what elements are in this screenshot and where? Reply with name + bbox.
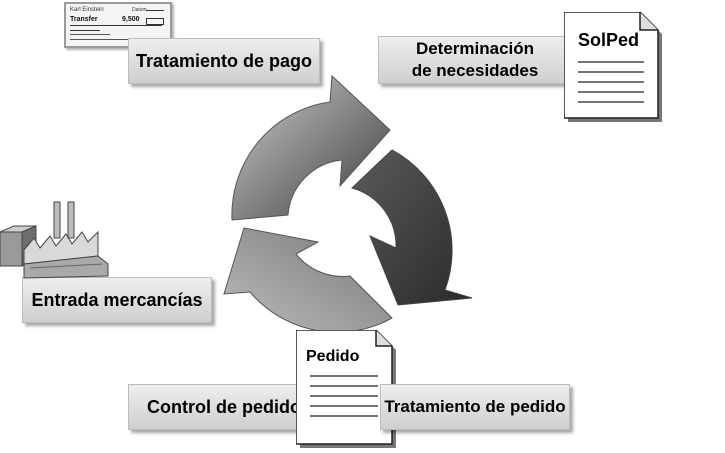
step-order-control-label: Control de pedido [147,397,301,417]
cycle-arrow-top [231,74,391,221]
transfer-form-line [146,10,164,11]
step-needs-line1: Determinación [415,39,535,58]
order-document-title: Pedido [306,348,360,365]
cycle-arrow-right [351,149,473,306]
transfer-form-type: Transfer [70,16,98,23]
requisition-document-icon [564,12,662,122]
transfer-form-amount-box [146,18,164,25]
step-order-processing-label: Tratamiento de pedido [384,397,566,416]
step-payment-processing: Tratamiento de pago [128,38,320,84]
transfer-form-amount: 9,500 [122,16,140,23]
step-needs-determination: Determinación de necesidades [378,36,572,84]
step-payment-processing-label: Tratamiento de pago [135,51,313,71]
factory-icon [0,201,109,279]
step-order-control: Control de pedido [128,384,320,430]
order-document-icon [296,330,396,448]
requisition-document-title: SolPed [578,30,640,50]
step-order-processing: Tratamiento de pedido [380,384,570,430]
transfer-form-name: Karl Einstein [70,7,104,13]
step-needs-line2: de necesidades [411,61,539,80]
transfer-form-field-label: Datum [132,7,147,13]
cycle-arrow-left [223,227,393,333]
step-goods-receipt: Entrada mercancías [22,277,212,323]
transfer-form-footer-line [70,39,130,40]
transfer-form-line2 [70,30,100,31]
step-goods-receipt-label: Entrada mercancías [31,290,203,310]
transfer-form-line3 [70,34,110,35]
transfer-form-underline [70,25,162,26]
